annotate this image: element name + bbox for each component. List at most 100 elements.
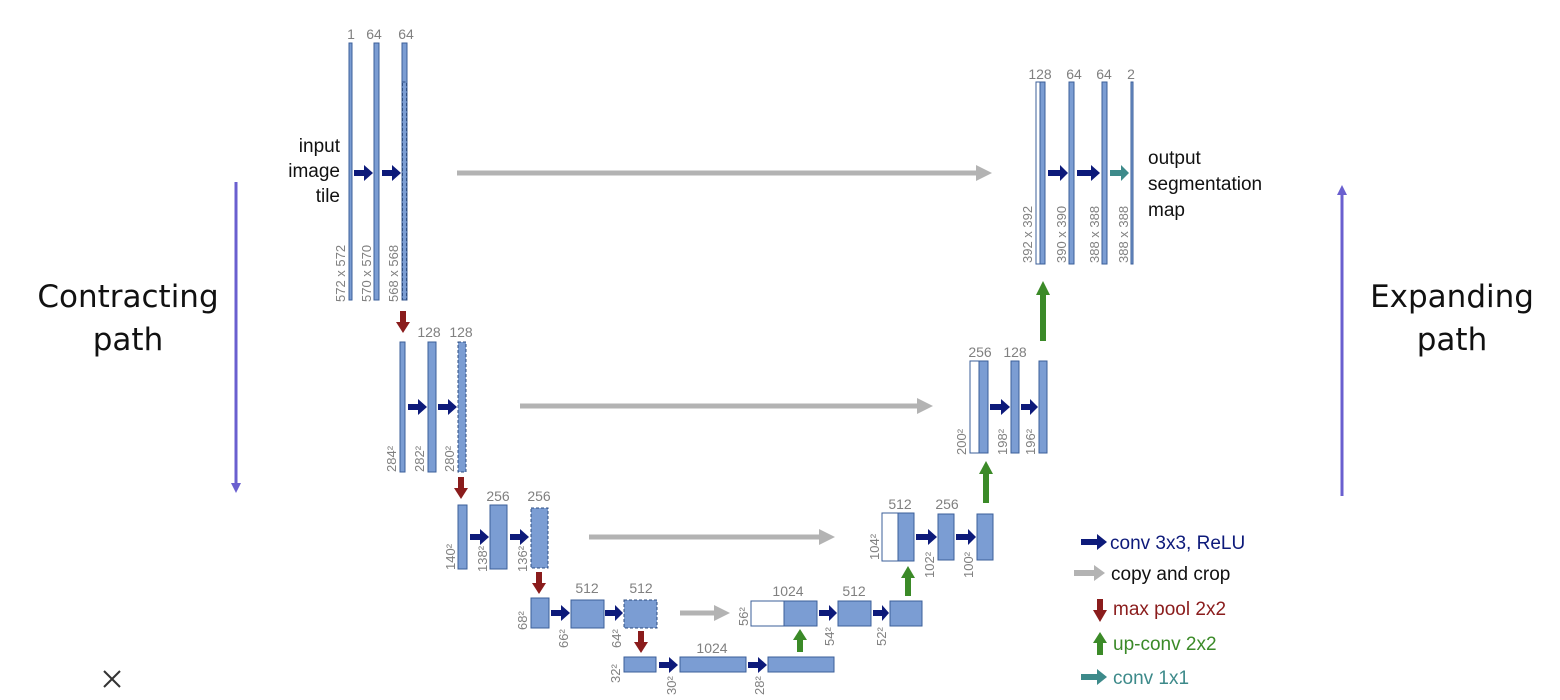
feature-map-u2-conv2 — [1038, 360, 1048, 454]
feature-map-u4-conv1 — [837, 600, 872, 627]
size-u4-conv2: 52² — [874, 627, 889, 646]
contracting-label-line2: path — [93, 322, 163, 358]
upconv-arrow — [1036, 281, 1050, 341]
conv-arrow — [470, 529, 489, 545]
upconv-map-u1 — [1039, 81, 1046, 265]
conv-arrow — [438, 399, 457, 415]
legend-upconv-label: up-conv 2x2 — [1113, 634, 1217, 655]
size-u4-concat: 56² — [736, 607, 751, 626]
conv1x1-arrow — [1110, 165, 1129, 181]
copied-map-u2 — [969, 360, 980, 454]
maxpool-arrow — [396, 311, 410, 333]
upconv-arrow — [979, 461, 993, 503]
feature-map-bottom-pool — [623, 656, 657, 673]
size-u2-conv2: 196² — [1023, 428, 1038, 455]
output-map — [1130, 81, 1134, 265]
channels-u1-conv2: 64 — [1096, 66, 1112, 82]
legend-conv-arrow-icon — [1081, 534, 1107, 550]
feature-map-l4-conv1 — [570, 599, 605, 629]
size-u4-conv1: 54² — [822, 627, 837, 646]
size-l3-conv2: 136² — [515, 545, 530, 572]
feature-map-l3-conv1 — [489, 504, 508, 570]
size-u3-conv2: 100² — [961, 551, 976, 578]
legend-conv1x1-arrow-icon — [1081, 669, 1107, 685]
copied-map-u1 — [1035, 81, 1041, 265]
input-label-line3: tile — [316, 186, 340, 207]
copy-crop-arrow-l3 — [589, 529, 835, 545]
upconv-map-u4 — [783, 600, 818, 627]
legend-copy-label: copy and crop — [1111, 564, 1230, 585]
size-bottom-conv1: 30² — [664, 676, 679, 695]
size-u3-concat: 104² — [867, 533, 882, 560]
copy-crop-arrow-l2 — [520, 398, 933, 414]
feature-map-l4-pool — [530, 597, 550, 629]
legend-item-upconv: up-conv 2x2 — [1093, 632, 1217, 655]
conv-arrow — [659, 657, 678, 673]
feature-map-l1-input — [348, 42, 353, 301]
conv-arrow — [956, 529, 976, 545]
feature-map-u3-conv1 — [937, 513, 955, 561]
feature-map-l2-conv1 — [427, 341, 437, 473]
size-u2-concat: 200² — [954, 428, 969, 455]
channels-u3-concat: 512 — [888, 496, 912, 512]
expanding-label-line2: path — [1417, 322, 1487, 358]
conv-arrow — [1077, 165, 1100, 181]
feature-map-bottom-conv2 — [767, 656, 835, 673]
channels-u3-conv1: 256 — [935, 496, 959, 512]
feature-map-l1-conv2 — [401, 42, 408, 301]
close-icon[interactable] — [103, 670, 121, 688]
conv-arrow — [819, 605, 837, 621]
input-label-line2: image — [288, 161, 340, 182]
size-u1-conv1: 390 x 390 — [1054, 206, 1069, 263]
feature-map-l2-pool — [399, 341, 406, 473]
legend-item-conv1x1: conv 1x1 — [1081, 668, 1189, 689]
legend-item-copy: copy and crop — [1074, 564, 1230, 585]
channels-l2-conv1: 128 — [417, 324, 441, 340]
channels-u1-conv1: 64 — [1066, 66, 1082, 82]
conv-arrow — [748, 657, 767, 673]
copied-map-u4 — [750, 600, 785, 627]
upconv-arrow — [901, 566, 915, 596]
feature-map-u1-conv1 — [1068, 81, 1075, 265]
size-u2-conv1: 198² — [995, 428, 1010, 455]
channels-l4-conv2: 512 — [629, 580, 653, 596]
maxpool-arrows — [396, 311, 648, 653]
size-u1-conv2: 388 x 388 — [1087, 206, 1102, 263]
upconv-arrows — [793, 281, 1050, 652]
feature-map-l3-conv2 — [530, 507, 549, 569]
conv-arrow — [873, 605, 889, 621]
size-l1-conv2: 568 x 568 — [386, 245, 401, 302]
channels-l1-conv2: 64 — [398, 26, 414, 42]
channels-l3-conv2: 256 — [527, 488, 551, 504]
conv-arrow — [1048, 165, 1068, 181]
size-l1-input: 572 x 572 — [333, 245, 348, 302]
legend-pool-arrow-icon — [1093, 599, 1107, 622]
channels-u2-conv1: 128 — [1003, 344, 1027, 360]
size-l2-pool: 284² — [384, 445, 399, 472]
conv-arrow — [551, 605, 570, 621]
maxpool-arrow — [454, 477, 468, 499]
feature-map-u2-conv1 — [1010, 360, 1020, 454]
size-l4-pool: 68² — [515, 611, 530, 630]
legend: conv 3x3, ReLU copy and crop max pool 2x… — [1074, 533, 1245, 689]
copy-crop-arrow-l4 — [680, 605, 730, 621]
legend-conv1x1-label: conv 1x1 — [1113, 668, 1189, 689]
conv-arrow — [1021, 399, 1038, 415]
channels-u4-concat: 1024 — [772, 583, 803, 599]
channels-l4-conv1: 512 — [575, 580, 599, 596]
upconv-map-u3 — [897, 512, 915, 562]
channels-l1-conv1: 64 — [366, 26, 382, 42]
size-l3-conv1: 138² — [475, 545, 490, 572]
channels-u1-output: 2 — [1127, 66, 1135, 82]
channels-l1-input: 1 — [347, 26, 355, 42]
channels-l3-conv1: 256 — [486, 488, 510, 504]
output-label-line1: output — [1148, 148, 1202, 169]
conv-arrows — [354, 165, 1100, 673]
input-label-line1: input — [299, 136, 341, 157]
legend-item-pool: max pool 2x2 — [1093, 599, 1226, 622]
legend-item-conv: conv 3x3, ReLU — [1081, 533, 1245, 554]
copy-crop-arrow-l1 — [457, 165, 992, 181]
channels-u2-concat: 256 — [968, 344, 992, 360]
feature-map-bottom-conv1 — [679, 656, 747, 673]
